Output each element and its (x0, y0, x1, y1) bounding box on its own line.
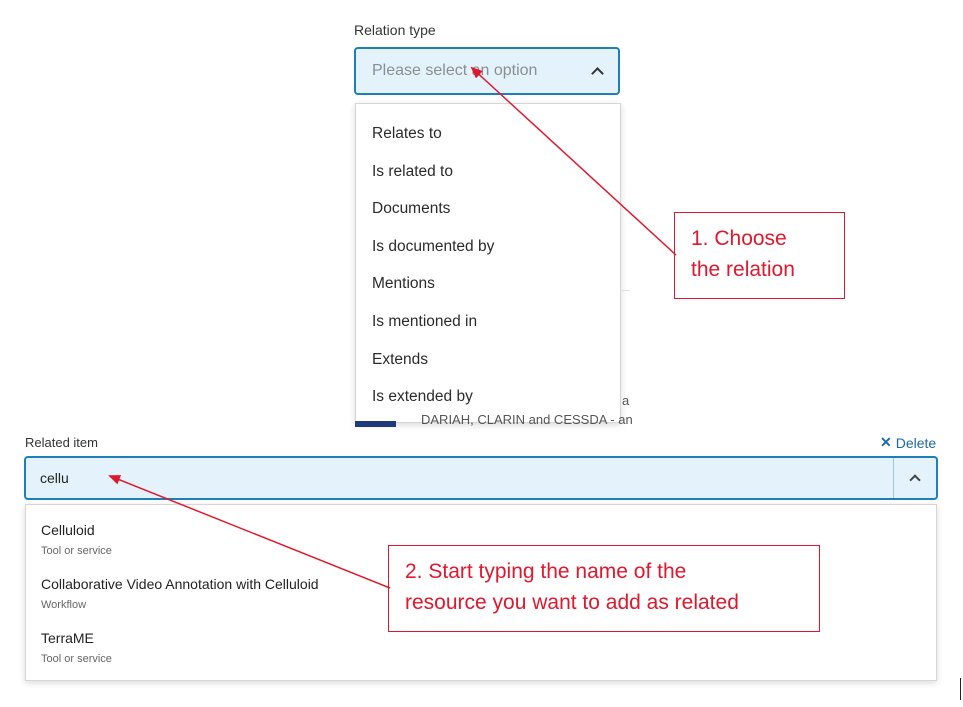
relation-option[interactable]: Is documented by (372, 237, 495, 255)
annotation-step-2-line-1: 2. Start typing the name of the (405, 560, 687, 583)
chevron-up-icon (909, 474, 921, 486)
relation-type-select[interactable]: Please select an option (354, 47, 620, 95)
text-cursor (960, 678, 961, 700)
relation-option[interactable]: Documents (372, 200, 451, 218)
annotation-step-1-line-2: the relation (691, 258, 795, 281)
relation-option[interactable]: Mentions (372, 275, 435, 293)
suggestion-item[interactable]: TerraME Tool or service (41, 630, 112, 665)
relation-type-label: Relation type (354, 22, 436, 38)
annotation-step-2: 2. Start typing the name of the resource… (388, 545, 820, 632)
relation-option[interactable]: Is mentioned in (372, 312, 478, 330)
annotation-step-1-line-1: 1. Choose (691, 227, 787, 250)
suggestion-name: Collaborative Video Annotation with Cell… (41, 576, 319, 592)
suggestion-type: Tool or service (41, 653, 112, 665)
chevron-up-icon[interactable] (591, 66, 604, 80)
annotation-step-1: 1. Choose the relation (674, 212, 845, 299)
background-text: DARIAH, CLARIN and CESSDA - and th (421, 412, 633, 427)
close-icon: ✕ (880, 434, 892, 450)
delete-button[interactable]: ✕ Delete (880, 434, 936, 451)
background-logo (355, 421, 396, 427)
annotation-step-2-line-2: resource you want to add as related (405, 591, 739, 614)
suggestion-name: TerraME (41, 630, 94, 646)
related-item-label: Related item (25, 435, 98, 450)
related-item-combobox[interactable] (24, 456, 938, 500)
suggestion-item[interactable]: Collaborative Video Annotation with Cell… (41, 576, 319, 611)
delete-label: Delete (895, 434, 937, 451)
background-text-edge: a (622, 393, 630, 408)
suggestion-name: Celluloid (41, 522, 95, 538)
relation-select-placeholder: Please select an option (372, 62, 538, 79)
relation-option[interactable]: Extends (372, 350, 429, 368)
suggestion-type: Workflow (41, 599, 87, 611)
related-item-toggle[interactable] (893, 458, 936, 498)
suggestion-type: Tool or service (41, 545, 112, 557)
relation-option[interactable]: Relates to (372, 125, 442, 142)
relation-option[interactable]: Is extended by (372, 388, 473, 406)
suggestion-item[interactable]: Celluloid Tool or service (41, 522, 112, 557)
related-item-input[interactable] (26, 458, 893, 498)
relation-options-menu: Relates to Is related to Documents Is do… (355, 103, 621, 423)
relation-option[interactable]: Is related to (372, 162, 453, 180)
background-divider (622, 290, 630, 291)
